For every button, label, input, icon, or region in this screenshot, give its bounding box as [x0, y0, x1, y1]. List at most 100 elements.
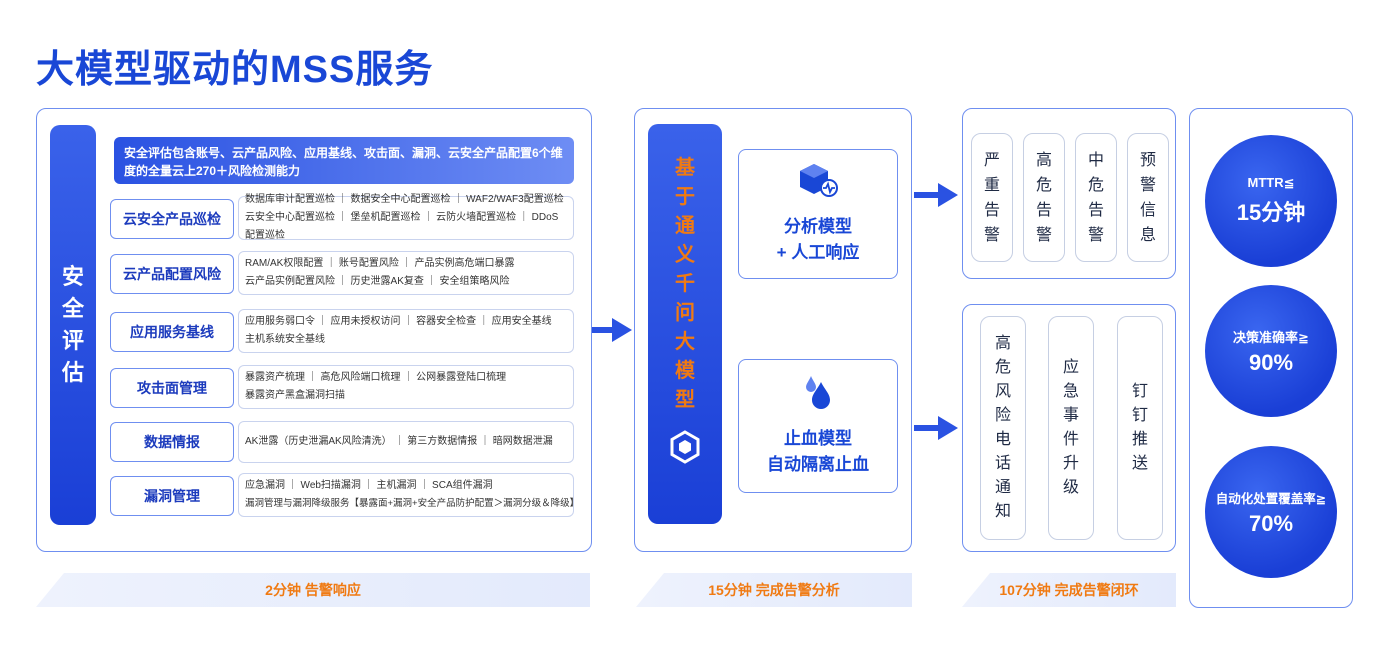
label-char: 基: [675, 157, 695, 179]
label-char: 警: [1087, 226, 1104, 244]
label-char: 通: [675, 215, 695, 237]
metric-mttr: MTTR≦ 15分钟: [1205, 135, 1337, 267]
detail-line: 暴露资产梳理 ｜ 高危风险端口梳理 ｜ 公网暴露登陆口梳理: [245, 372, 507, 383]
category-app-baseline: 应用服务基线: [110, 312, 234, 352]
label-char: 推: [1131, 431, 1148, 448]
label-char: 知: [994, 503, 1011, 520]
label-char: 级: [1062, 479, 1079, 496]
detail-data-intel: AK泄露（历史泄漏AK风险清洗） ｜ 第三方数据情报 ｜ 暗网数据泄漏: [238, 421, 574, 463]
category-cloud-product-inspection: 云安全产品巡检: [110, 199, 234, 239]
category-data-intel: 数据情报: [110, 422, 234, 462]
alert-level-warning: 预警信息: [1127, 133, 1169, 262]
label-char: 送: [1131, 455, 1148, 472]
cube-pulse-icon: [798, 162, 838, 206]
metric-decision-accuracy: 决策准确率≧ 90%: [1205, 285, 1337, 417]
label-char: 通: [994, 479, 1011, 496]
action-dingtalk-push: 钉钉推送: [1117, 316, 1163, 540]
label-char: 件: [1062, 431, 1079, 448]
metric-value: 70%: [1248, 510, 1294, 536]
metric-label: 决策准确率≧: [1233, 329, 1309, 345]
action-incident-escalation: 应急事件升级: [1048, 316, 1094, 540]
label-char: 问: [675, 302, 695, 324]
stop-model-box: 止血模型 自动隔离止血: [738, 359, 898, 493]
label-char: 危: [994, 359, 1011, 376]
metric-label: 自动化处置覆盖率≧: [1215, 491, 1327, 506]
label-char: 升: [1062, 455, 1079, 472]
detail-line: 云安全中心配置巡检 ｜ 堡垒机配置巡检 ｜ 云防火墙配置巡检 ｜ DDoS配置巡…: [245, 212, 559, 241]
label-char: 风: [994, 383, 1011, 400]
label-char: 警: [1035, 226, 1052, 244]
detail-cloud-product-inspection: 数据库审计配置巡检 ｜ 数据安全中心配置巡检 ｜ WAF2/WAF3配置巡检 云…: [238, 194, 574, 241]
label-char: 安: [61, 264, 84, 289]
stop-model-subtitle: 自动隔离止血: [767, 455, 869, 474]
label-char: 险: [994, 407, 1011, 424]
detail-line: 应用服务弱口令 ｜ 应用未授权访问 ｜ 容器安全检查 ｜ 应用安全基线: [245, 316, 552, 327]
label-char: 告: [1035, 201, 1052, 219]
label-char: 预: [1139, 151, 1156, 169]
label-char: 义: [675, 244, 695, 266]
alert-level-medium: 中危告警: [1075, 133, 1117, 262]
label-char: 应: [1062, 359, 1079, 376]
detail-vuln-mgmt: 应急漏洞 ｜ Web扫描漏洞 ｜ 主机漏洞 ｜ SCA组件漏洞 漏洞管理与漏洞降…: [238, 473, 580, 517]
detail-app-baseline: 应用服务弱口令 ｜ 应用未授权访问 ｜ 容器安全检查 ｜ 应用安全基线 主机系统…: [238, 309, 574, 353]
metric-value: 90%: [1248, 349, 1294, 375]
metric-value: 15分钟: [1236, 200, 1306, 225]
detail-line: AK泄露（历史泄漏AK风险清洗） ｜ 第三方数据情报 ｜ 暗网数据泄漏: [245, 436, 553, 447]
label-char: 危: [1035, 176, 1052, 194]
footer-stage-1: 2分钟 告警响应: [36, 573, 590, 607]
label-char: 评: [61, 328, 84, 353]
detail-line: 数据库审计配置巡检 ｜ 数据安全中心配置巡检 ｜ WAF2/WAF3配置巡检: [245, 194, 564, 205]
label-char: 千: [675, 273, 695, 295]
label-char: 全: [61, 296, 84, 321]
label-char: 模: [675, 360, 695, 382]
label-char: 高: [994, 335, 1011, 352]
analysis-model-box: 分析模型 + 人工响应: [738, 149, 898, 279]
assessment-summary: 安全评估包含账号、云产品风险、应用基线、攻击面、漏洞、云安全产品配置6个维度的全…: [114, 137, 574, 184]
footer-stage-3: 107分钟 完成告警闭环: [962, 573, 1176, 607]
detail-line: 主机系统安全基线: [245, 334, 325, 345]
label-char: 型: [675, 389, 695, 411]
label-char: 中: [1087, 151, 1104, 169]
label-char: 告: [983, 201, 1000, 219]
arrow-right-icon: [914, 181, 960, 209]
analysis-model-subtitle: + 人工响应: [776, 243, 860, 262]
label-char: 危: [1087, 176, 1104, 194]
label-char: 告: [1087, 201, 1104, 219]
category-attack-surface: 攻击面管理: [110, 368, 234, 408]
alert-level-critical: 严重告警: [971, 133, 1013, 262]
label-char: 估: [61, 360, 84, 385]
label-char: 警: [1139, 176, 1156, 194]
detail-line: 云产品实例配置风险 ｜ 历史泄露AK复查 ｜ 安全组策略风险: [245, 276, 510, 287]
label-char: 钉: [1131, 407, 1148, 424]
assessment-vertical-label: 安 全 评 估: [50, 125, 96, 525]
tongyi-logo-icon: [667, 429, 703, 474]
page-title: 大模型驱动的MSS服务: [36, 49, 434, 91]
stop-model-title: 止血模型: [784, 429, 852, 448]
category-vuln-mgmt: 漏洞管理: [110, 476, 234, 516]
label-char: 电: [994, 431, 1011, 448]
label-char: 事: [1062, 407, 1079, 424]
label-char: 信: [1139, 201, 1156, 219]
metric-label: MTTR≦: [1247, 175, 1295, 190]
arrow-right-icon: [914, 414, 960, 442]
label-char: 急: [1062, 383, 1079, 400]
water-drop-icon: [801, 374, 835, 418]
label-char: 息: [1139, 226, 1156, 244]
label-char: 于: [675, 186, 695, 208]
detail-line: RAM/AK权限配置 ｜ 账号配置风险 ｜ 产品实例高危端口暴露: [245, 258, 515, 269]
label-char: 警: [983, 226, 1000, 244]
detail-cloud-config-risk: RAM/AK权限配置 ｜ 账号配置风险 ｜ 产品实例高危端口暴露 云产品实例配置…: [238, 251, 574, 295]
llm-vertical-label: 基 于 通 义 千 问 大 模 型: [648, 124, 722, 524]
label-char: 严: [983, 151, 1000, 169]
arrow-right-icon: [592, 316, 634, 344]
detail-line: 暴露资产黑盒漏洞扫描: [245, 390, 345, 401]
action-phone-notify: 高危风险电话通知: [980, 316, 1026, 540]
detail-line: 漏洞管理与漏洞降级服务【暴露面+漏洞+安全产品防护配置＞漏洞分级＆降级】: [245, 498, 580, 509]
label-char: 话: [994, 455, 1011, 472]
category-cloud-config-risk: 云产品配置风险: [110, 254, 234, 294]
footer-stage-2: 15分钟 完成告警分析: [636, 573, 912, 607]
metric-automation-coverage: 自动化处置覆盖率≧ 70%: [1205, 446, 1337, 578]
detail-attack-surface: 暴露资产梳理 ｜ 高危风险端口梳理 ｜ 公网暴露登陆口梳理 暴露资产黑盒漏洞扫描: [238, 365, 574, 409]
label-char: 重: [983, 176, 1000, 194]
detail-line: 应急漏洞 ｜ Web扫描漏洞 ｜ 主机漏洞 ｜ SCA组件漏洞: [245, 480, 493, 491]
